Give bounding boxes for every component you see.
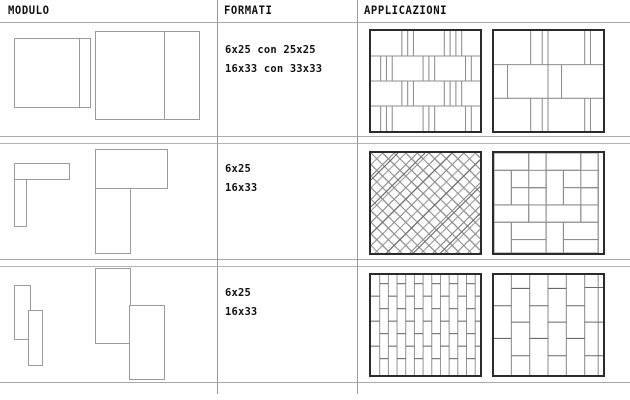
divider-formati-applicazioni: [357, 0, 358, 394]
row2-bottom-rule: [0, 259, 630, 260]
module-horizontal-bar-large: [95, 149, 168, 189]
format-row3-line1: 6x25: [225, 286, 251, 299]
format-row3-line2: 16x33: [225, 305, 258, 318]
module-offset-tile-large-2: [129, 305, 165, 380]
table-bottom-rule: [0, 382, 630, 383]
module-vertical-bar-small: [14, 179, 27, 227]
module-large-strip-tile: [164, 31, 200, 120]
format-row1-line1: 6x25 con 25x25: [225, 43, 316, 56]
column-header-formati: FORMATI: [224, 3, 273, 17]
application-row3-pattern-a: [369, 273, 482, 377]
format-row2-line2: 16x33: [225, 181, 258, 194]
row3-top-rule: [0, 266, 630, 267]
header-rule: [0, 22, 630, 23]
module-offset-tile-large-1: [95, 268, 131, 344]
module-square-tile: [14, 38, 80, 108]
application-row2-pattern-b: [492, 151, 605, 255]
row2-top-rule: [0, 143, 630, 144]
divider-modulo-formati: [217, 0, 218, 394]
module-vertical-bar-large: [95, 188, 131, 254]
row1-bottom-rule: [0, 136, 630, 137]
application-row1-pattern-a: [369, 29, 482, 133]
format-row2-line1: 6x25: [225, 162, 251, 175]
column-header-modulo: MODULO: [8, 3, 50, 17]
module-strip-tile: [79, 38, 91, 108]
application-row2-pattern-a: [369, 151, 482, 255]
module-horizontal-bar-small: [14, 163, 70, 180]
column-header-applicazioni: APPLICAZIONI: [364, 3, 448, 17]
application-row3-pattern-b: [492, 273, 605, 377]
module-offset-tile-small-2: [28, 310, 43, 366]
format-row1-line2: 16x33 con 33x33: [225, 62, 323, 75]
application-row1-pattern-b: [492, 29, 605, 133]
